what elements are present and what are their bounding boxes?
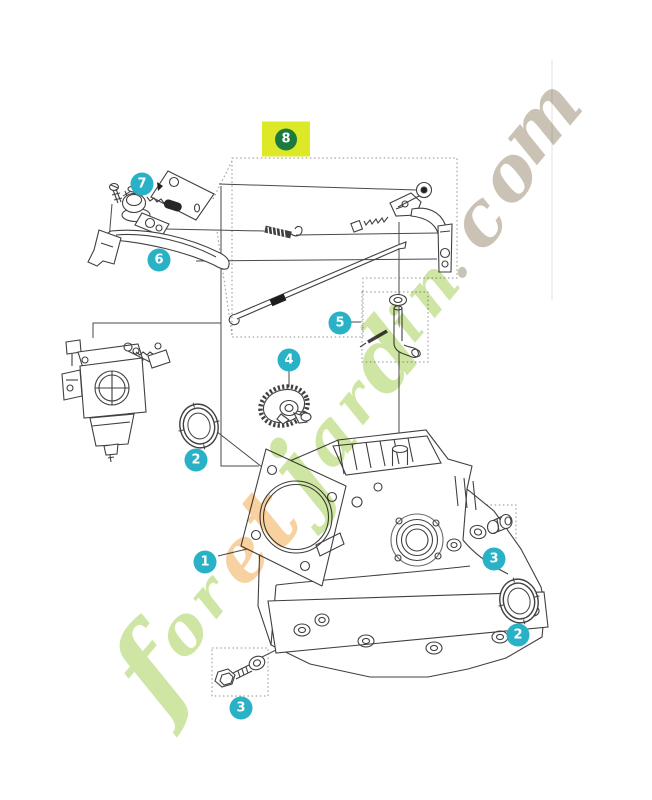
oil-seal-left-drawing bbox=[178, 402, 220, 450]
part-badge-4[interactable]: 4 bbox=[277, 348, 301, 372]
part-badge-3[interactable]: 3 bbox=[482, 547, 506, 571]
engine-block-drawing bbox=[257, 429, 549, 678]
group-box-part8 bbox=[231, 157, 458, 338]
part-badge-6[interactable]: 6 bbox=[147, 248, 171, 272]
governor-linkage-drawing bbox=[228, 181, 453, 326]
projection-line bbox=[212, 160, 233, 200]
governor-shaft-drawing bbox=[359, 293, 421, 358]
speed-control-assembly-drawing bbox=[87, 170, 230, 270]
part-badge-2[interactable]: 2 bbox=[506, 623, 530, 647]
cylinder-gasket-drawing bbox=[240, 448, 347, 587]
part-badge-5[interactable]: 5 bbox=[328, 311, 352, 335]
plug-washer-drawing bbox=[469, 513, 513, 540]
group-box-part5 bbox=[361, 291, 429, 363]
part-badge-8[interactable]: 8 bbox=[275, 128, 297, 150]
governor-gear-drawing bbox=[258, 384, 312, 428]
part-badge-2[interactable]: 2 bbox=[184, 448, 208, 472]
group-box-part3-left bbox=[211, 647, 269, 697]
drain-bolt-drawing bbox=[214, 655, 266, 688]
highlighted-part-chip[interactable]: 8 bbox=[262, 121, 310, 157]
oil-seal-right-drawing bbox=[498, 577, 540, 625]
part-badge-7[interactable]: 7 bbox=[130, 172, 154, 196]
part-badge-3[interactable]: 3 bbox=[229, 696, 253, 720]
part-badge-1[interactable]: 1 bbox=[193, 550, 217, 574]
carburetor-drawing bbox=[61, 339, 171, 463]
